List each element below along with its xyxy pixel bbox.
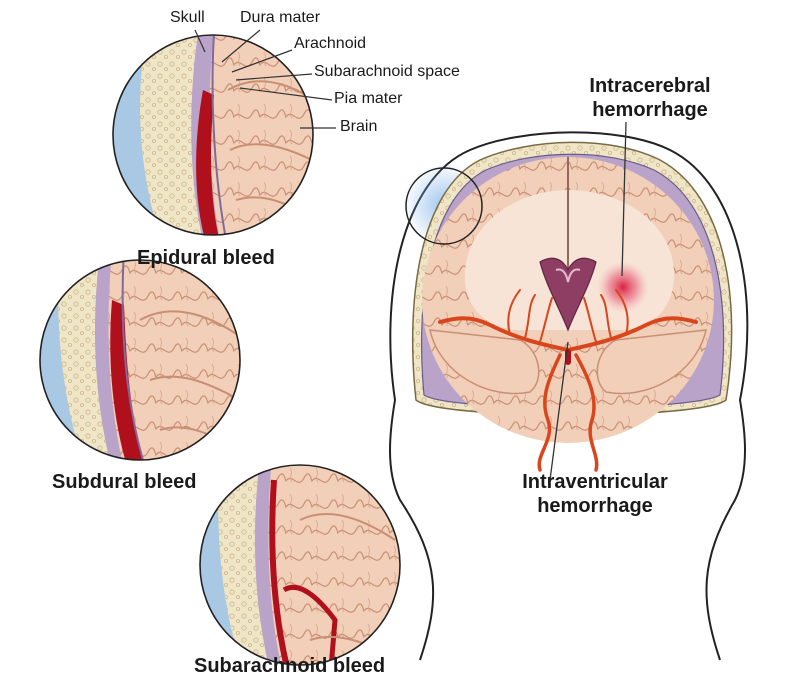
label-brain: Brain xyxy=(340,119,377,135)
label-intraventricular-2: hemorrhage xyxy=(500,496,690,516)
epidural-inset xyxy=(100,20,330,250)
subarachnoid-inset xyxy=(190,455,420,685)
label-intracerebral-1: Intracerebral xyxy=(570,76,730,96)
label-skull: Skull xyxy=(170,10,205,26)
label-pia-mater: Pia mater xyxy=(334,91,402,107)
label-intracerebral-2: hemorrhage xyxy=(570,100,730,120)
label-arachnoid: Arachnoid xyxy=(294,36,366,52)
head-cross-section xyxy=(390,132,747,660)
subdural-inset xyxy=(30,250,260,480)
caption-subdural: Subdural bleed xyxy=(52,472,196,492)
caption-epidural: Epidural bleed xyxy=(137,248,275,268)
label-dura-mater: Dura mater xyxy=(240,10,320,26)
label-subarachnoid-space: Subarachnoid space xyxy=(314,64,460,80)
label-intraventricular-1: Intraventricular xyxy=(500,472,690,492)
caption-subarachnoid: Subarachnoid bleed xyxy=(194,656,385,676)
